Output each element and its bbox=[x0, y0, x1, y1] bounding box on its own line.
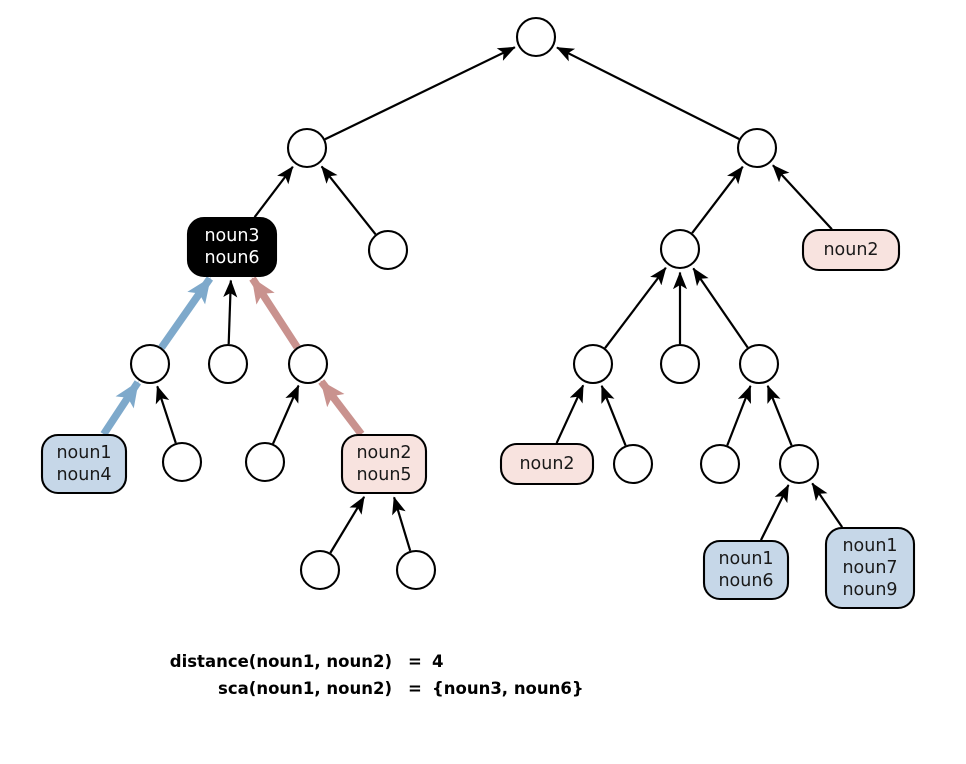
edge-N16-to-B3b bbox=[759, 484, 790, 541]
synset-label-line: noun3 bbox=[204, 226, 259, 246]
unlabeled-synset-circle[interactable] bbox=[287, 343, 329, 385]
synset-label-line: noun7 bbox=[842, 558, 897, 578]
unlabeled-synset-circle[interactable] bbox=[286, 127, 328, 169]
node-R1[interactable] bbox=[736, 127, 778, 169]
node-B2[interactable] bbox=[659, 343, 701, 385]
unlabeled-synset-circle[interactable] bbox=[659, 228, 701, 270]
edge-B1-to-R2 bbox=[604, 267, 667, 349]
unlabeled-synset-circle[interactable] bbox=[736, 127, 778, 169]
unlabeled-synset-circle[interactable] bbox=[161, 441, 203, 483]
node-L1[interactable] bbox=[286, 127, 328, 169]
unlabeled-synset-circle[interactable] bbox=[612, 443, 654, 485]
synset-box-pink[interactable] bbox=[801, 228, 901, 272]
edge-N25a-to-N25 bbox=[329, 496, 366, 554]
edge-L1b-to-L1 bbox=[320, 165, 377, 236]
synset-box-blue[interactable] bbox=[702, 539, 790, 601]
edge-N14-to-A1 bbox=[100, 380, 142, 437]
edge-B3a-to-B3 bbox=[726, 385, 752, 446]
node-B3b[interactable] bbox=[778, 443, 820, 485]
caption-line1-label: distance(noun1, noun2) bbox=[170, 652, 392, 671]
unlabeled-synset-circle[interactable] bbox=[778, 443, 820, 485]
edge-SCA-to-L1 bbox=[253, 166, 294, 218]
edge-R1-to-root bbox=[556, 46, 740, 141]
synset-label-line: noun1 bbox=[842, 536, 897, 556]
synset-box-blue[interactable] bbox=[824, 526, 916, 610]
synset-label-line: noun2 bbox=[519, 454, 574, 474]
edge-R2-to-R1 bbox=[691, 165, 744, 234]
node-R2[interactable] bbox=[659, 228, 701, 270]
node-L1b[interactable] bbox=[367, 229, 409, 271]
unlabeled-synset-circle[interactable] bbox=[244, 441, 286, 483]
synset-box-pink[interactable] bbox=[340, 433, 428, 495]
edge-B1b-to-B1 bbox=[600, 385, 627, 446]
edge-B3b-to-B3 bbox=[766, 385, 793, 446]
node-N2bot[interactable]: noun2 bbox=[499, 442, 595, 486]
edge-A3-to-SCA bbox=[249, 276, 301, 350]
synset-box-blue[interactable] bbox=[40, 433, 128, 495]
node-N25b[interactable] bbox=[395, 549, 437, 591]
node-B3a[interactable] bbox=[699, 443, 741, 485]
synset-label-line: noun4 bbox=[56, 465, 111, 485]
synset-label-line: noun2 bbox=[356, 443, 411, 463]
node-layer: noun3noun6noun1noun4noun2noun5noun2noun2… bbox=[40, 16, 916, 610]
edge-N179-to-B3b bbox=[811, 482, 844, 528]
unlabeled-synset-circle[interactable] bbox=[515, 16, 557, 58]
unlabeled-synset-circle[interactable] bbox=[367, 229, 409, 271]
edge-N25b-to-N25 bbox=[392, 496, 412, 552]
caption-line1-value: 4 bbox=[432, 652, 443, 671]
synset-label-line: noun1 bbox=[56, 443, 111, 463]
node-B1[interactable] bbox=[572, 343, 614, 385]
edge-N2bot-to-B1 bbox=[555, 384, 585, 444]
node-root[interactable] bbox=[515, 16, 557, 58]
edge-A2-to-SCA bbox=[223, 279, 238, 345]
caption-line2-value: {noun3, noun6} bbox=[432, 679, 584, 698]
edge-A1b-to-A1 bbox=[155, 385, 177, 444]
unlabeled-synset-circle[interactable] bbox=[699, 443, 741, 485]
synset-box-black[interactable] bbox=[186, 216, 278, 278]
synset-label-line: noun9 bbox=[842, 580, 897, 600]
node-B1b[interactable] bbox=[612, 443, 654, 485]
node-A2[interactable] bbox=[207, 343, 249, 385]
node-B3[interactable] bbox=[738, 343, 780, 385]
unlabeled-synset-circle[interactable] bbox=[738, 343, 780, 385]
synset-label-line: noun1 bbox=[718, 549, 773, 569]
synset-label-line: noun5 bbox=[356, 465, 411, 485]
caption-line2-equals: = bbox=[408, 679, 422, 698]
unlabeled-synset-circle[interactable] bbox=[395, 549, 437, 591]
edge-layer bbox=[100, 46, 844, 554]
node-A3[interactable] bbox=[287, 343, 329, 385]
synset-box-pink[interactable] bbox=[499, 442, 595, 486]
edge-L1-to-root bbox=[324, 46, 516, 141]
edge-A1-to-SCA bbox=[158, 276, 214, 350]
synset-label-line: noun2 bbox=[823, 240, 878, 260]
edge-N25-to-A3 bbox=[318, 379, 365, 437]
node-A3a[interactable] bbox=[244, 441, 286, 483]
synset-label-line: noun6 bbox=[204, 248, 259, 268]
unlabeled-synset-circle[interactable] bbox=[659, 343, 701, 385]
caption-line2-label: sca(noun1, noun2) bbox=[218, 679, 392, 698]
caption-line1-equals: = bbox=[408, 652, 422, 671]
node-N2top[interactable]: noun2 bbox=[801, 228, 901, 272]
edge-N2top-to-R1 bbox=[772, 164, 833, 231]
node-A1b[interactable] bbox=[161, 441, 203, 483]
node-N25a[interactable] bbox=[299, 549, 341, 591]
unlabeled-synset-circle[interactable] bbox=[572, 343, 614, 385]
unlabeled-synset-circle[interactable] bbox=[207, 343, 249, 385]
synset-label-line: noun6 bbox=[718, 571, 773, 591]
unlabeled-synset-circle[interactable] bbox=[129, 343, 171, 385]
unlabeled-synset-circle[interactable] bbox=[299, 549, 341, 591]
node-A1[interactable] bbox=[129, 343, 171, 385]
edge-A3a-to-A3 bbox=[272, 384, 300, 445]
edge-B3-to-R2 bbox=[692, 267, 749, 349]
